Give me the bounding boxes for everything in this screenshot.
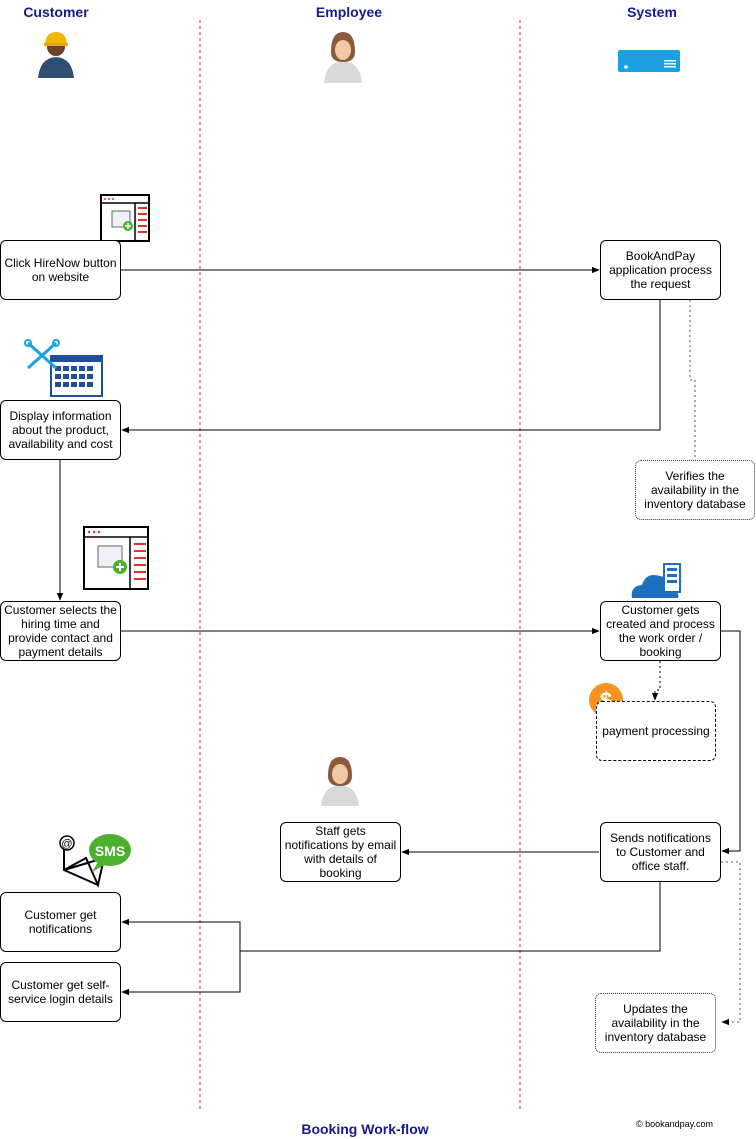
customer-avatar-icon [38,32,74,78]
lane-title-employee: Employee [315,4,383,20]
lane-title-customer: Customer [23,4,89,20]
node-updates-availability: Updates the availability in the inventor… [595,993,716,1053]
calendar-tools-icon [24,339,103,397]
arrow-sends-to-customer-notifications [121,882,661,952]
node-verifies-availability: Verifies the availability in the invento… [635,460,755,520]
diagram-title: Booking Work-flow [301,1121,429,1137]
arrow-workorder-to-sends [721,630,741,855]
copyright-notice: © bookandpay.com [636,1119,714,1129]
node-customer-self-service: Customer get self-service login details [0,962,121,1022]
node-staff-notifications: Staff gets notifications by email with d… [280,822,401,882]
web-form-icon [100,194,150,242]
employee-avatar-icon [324,32,362,83]
lane-title-system: System [627,4,677,20]
svg-text:@: @ [61,838,72,850]
cloud-server-icon [631,563,681,598]
node-customer-selects: Customer selects the hiring time and pro… [0,601,121,661]
email-sms-icon: @ SMS [59,834,131,889]
svg-text:SMS: SMS [95,843,125,859]
node-work-order: Customer gets created and process the wo… [600,601,721,661]
web-form-icon-2 [83,526,149,590]
arrow-sends-to-self-service [121,951,241,996]
dotted-sends-to-updates [721,861,741,1026]
node-sends-notifications: Sends notifications to Customer and offi… [600,822,721,882]
server-icon [618,50,680,72]
node-display-info: Display information about the product, a… [0,400,121,460]
dotted-workorder-to-payment [651,661,661,701]
dotted-process-to-verify [689,300,696,460]
node-bookandpay-process: BookAndPay application process the reque… [600,240,721,300]
node-click-hirenow: Click HireNow button on website [0,240,121,300]
node-payment-processing: payment processing [596,701,716,761]
node-customer-get-notifications: Customer get notifications [0,892,121,952]
arrow-process-to-display [121,300,661,434]
staff-avatar-icon [321,757,359,806]
